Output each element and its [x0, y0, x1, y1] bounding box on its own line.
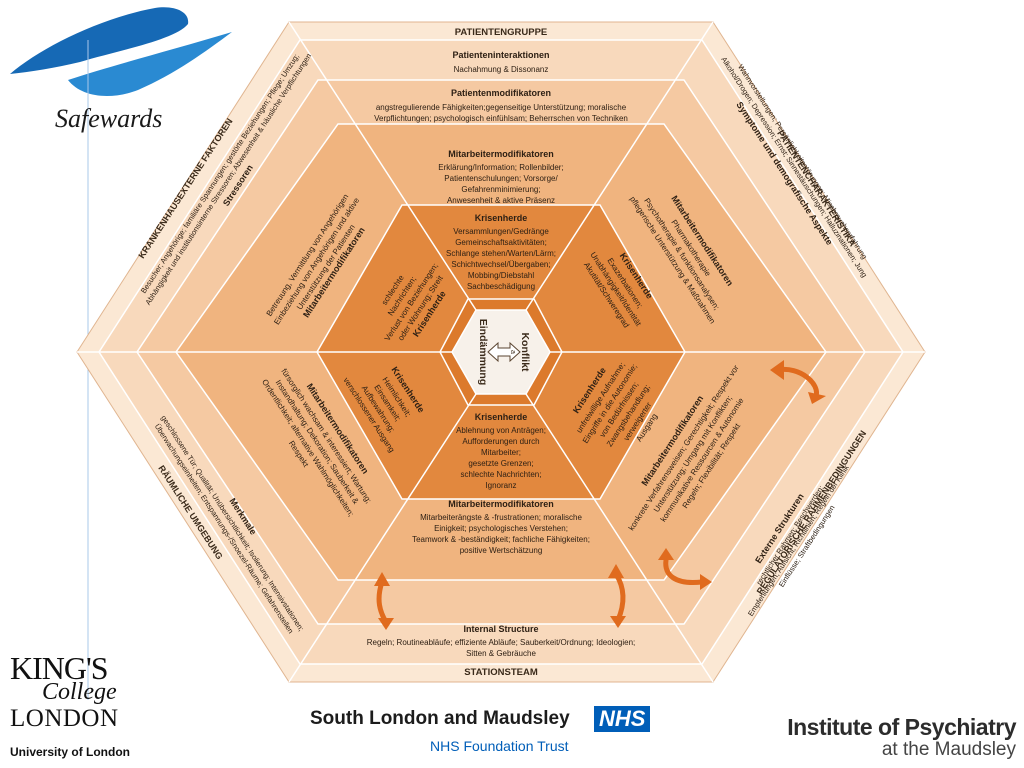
sector-bottom: Krisenherde Ablehnung von Anträgen; Auff… — [367, 412, 636, 658]
slam-logo: South London and Maudsley NHS NHS Founda… — [310, 706, 660, 754]
bottom-smod-line: Teamwork & -beständigkeit; fachliche Fäh… — [412, 535, 590, 544]
bottom-flash-line: Ignoranz — [485, 481, 516, 490]
bottom-internal-title: Internal Structure — [463, 624, 538, 634]
top-flash-line: Gemeinschaftsaktivitäten; — [455, 238, 547, 247]
sector-dividers — [77, 21, 925, 683]
kings-college-logo: KING'S College LONDON University of Lond… — [10, 652, 130, 759]
top-smod-line: Gefahrenminimierung; — [461, 185, 540, 194]
iop-line-1: Institute of Psychiatry — [787, 714, 1016, 740]
safewards-wave-lower-icon — [68, 32, 232, 96]
containment-label: Eindämmung — [477, 319, 489, 386]
double-arrow-icon — [487, 341, 521, 363]
bottom-flash-title: Krisenherde — [475, 412, 528, 422]
top-flash-line: Versammlungen/Gedränge — [453, 227, 549, 236]
bottom-flash-line: Ablehnung von Anträgen; — [456, 426, 546, 435]
safewards-wordmark: Safewards — [55, 104, 163, 133]
curved-arrow-icon — [374, 572, 394, 630]
top-flash-line: Sachbeschädigung — [467, 282, 535, 291]
bottom-flash-line: Mitarbeiter; — [481, 448, 521, 457]
conflict-label: Konflikt — [519, 332, 531, 372]
top-pmod-text-1: angstregulierende Fähigkeiten;gegenseiti… — [376, 103, 627, 112]
bottom-flash-line: Aufforderungen durch — [462, 437, 539, 446]
center-glyph: a — [509, 350, 516, 354]
top-pmod-title: Patientenmodifikatoren — [451, 88, 551, 98]
kcl-line-1: KING'S — [10, 650, 109, 686]
bottom-smod-line: Einigkeit; psychologisches Verstehen; — [434, 524, 568, 533]
slam-trust: NHS Foundation Trust — [430, 738, 569, 754]
iop-line-2: at the Maudsley — [881, 739, 1016, 760]
top-interactions-text: Nachahmung & Dissonanz — [454, 65, 549, 74]
top-interactions-title: Patienteninteraktionen — [452, 50, 549, 60]
kcl-line-3: LONDON — [10, 705, 119, 732]
bottom-smod-title: Mitarbeitermodifikatoren — [448, 499, 554, 509]
outer-label-bottom: STATIONSTEAM — [464, 667, 538, 678]
top-flash-line: Schlange stehen/Warten/Lärm; — [446, 249, 556, 258]
kcl-line-4: University of London — [10, 745, 130, 759]
bottom-smod-line: Mitarbeiterängste & -frustrationen; mora… — [420, 513, 582, 522]
slam-name: South London and Maudsley — [310, 708, 570, 729]
bottom-flash-line: schlechte Nachrichten; — [461, 470, 542, 479]
curved-arrow-icon — [658, 548, 712, 590]
top-flash-title: Krisenherde — [475, 213, 528, 223]
bottom-internal-text-1: Regeln; Routineabläufe; effiziente Abläu… — [367, 638, 636, 647]
iop-logo: Institute of Psychiatry at the Maudsley — [776, 714, 1016, 761]
safewards-wave-icon — [10, 7, 189, 74]
top-smod-line: Erklärung/Information; Rollenbilder; — [438, 163, 563, 172]
top-smod-line: Patientenschulungen; Vorsorge/ — [444, 174, 558, 183]
center-content: Eindämmung Konflikt a — [477, 319, 531, 386]
curved-arrow-icon — [608, 564, 626, 628]
top-smod-line: Anwesenheit & aktive Präsenz — [447, 196, 555, 205]
sector-top: Patienteninteraktionen Nachahmung & Diss… — [374, 50, 628, 291]
bottom-smod-line: positive Wertschätzung — [460, 546, 543, 555]
top-pmod-text-2: Verpflichtungen; psychologisch einfühlsa… — [374, 114, 628, 123]
bottom-flash-line: gesetzte Grenzen; — [468, 459, 533, 468]
bottom-internal-text-2: Sitten & Gebräuche — [466, 649, 536, 658]
curved-arrow-icon — [770, 360, 826, 404]
top-flash-line: Mobbing/Diebstahl — [468, 271, 534, 280]
top-flash-line: Schichtwechsel/Übergaben; — [451, 260, 550, 269]
nhs-badge: NHS — [594, 706, 651, 732]
kcl-line-2: College — [42, 679, 117, 705]
outer-label-top: PATIENTENGRUPPE — [455, 27, 548, 38]
top-smod-title: Mitarbeitermodifikatoren — [448, 149, 554, 159]
